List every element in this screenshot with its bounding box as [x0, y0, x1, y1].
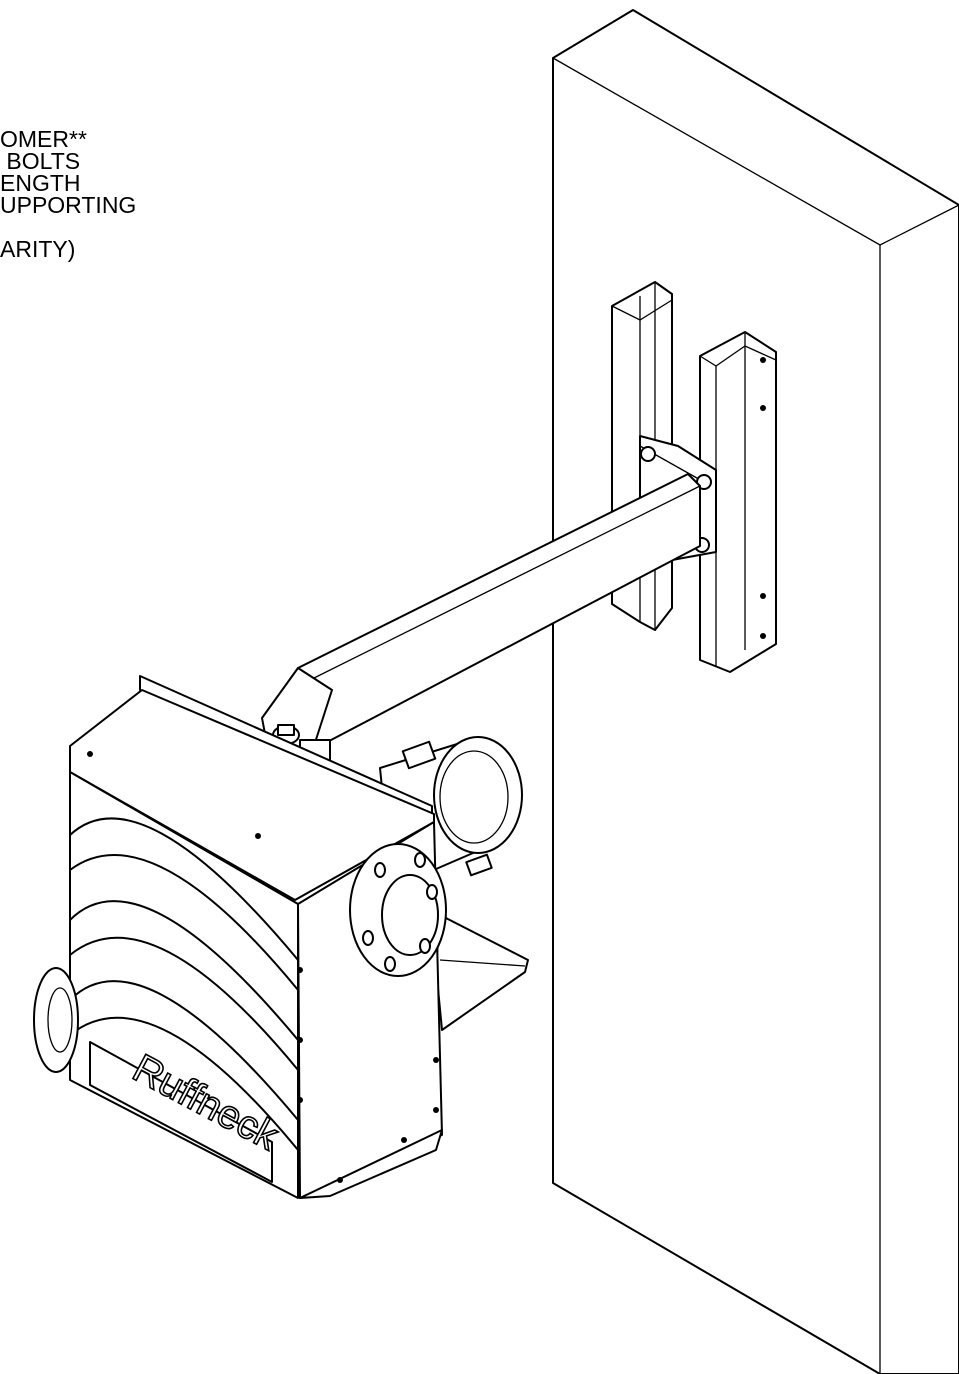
wall-face: [552, 9, 959, 1374]
inlet-flange: [349, 843, 447, 977]
front-channel: [699, 331, 777, 673]
note-line-3: ENGTH: [0, 170, 81, 196]
note-line-5: ARITY): [0, 236, 76, 262]
drip-tray: [435, 914, 529, 1031]
wall-column: [552, 9, 959, 1374]
mounting-note: OMER** BOLTS ENGTH UPPORTING ARITY): [0, 126, 137, 262]
note-line-4: UPPORTING: [0, 192, 137, 218]
outlet-flange: [33, 967, 79, 1073]
note-line-1: OMER**: [0, 126, 87, 152]
note-line-2: BOLTS: [0, 148, 81, 174]
louvers: [69, 817, 299, 1151]
